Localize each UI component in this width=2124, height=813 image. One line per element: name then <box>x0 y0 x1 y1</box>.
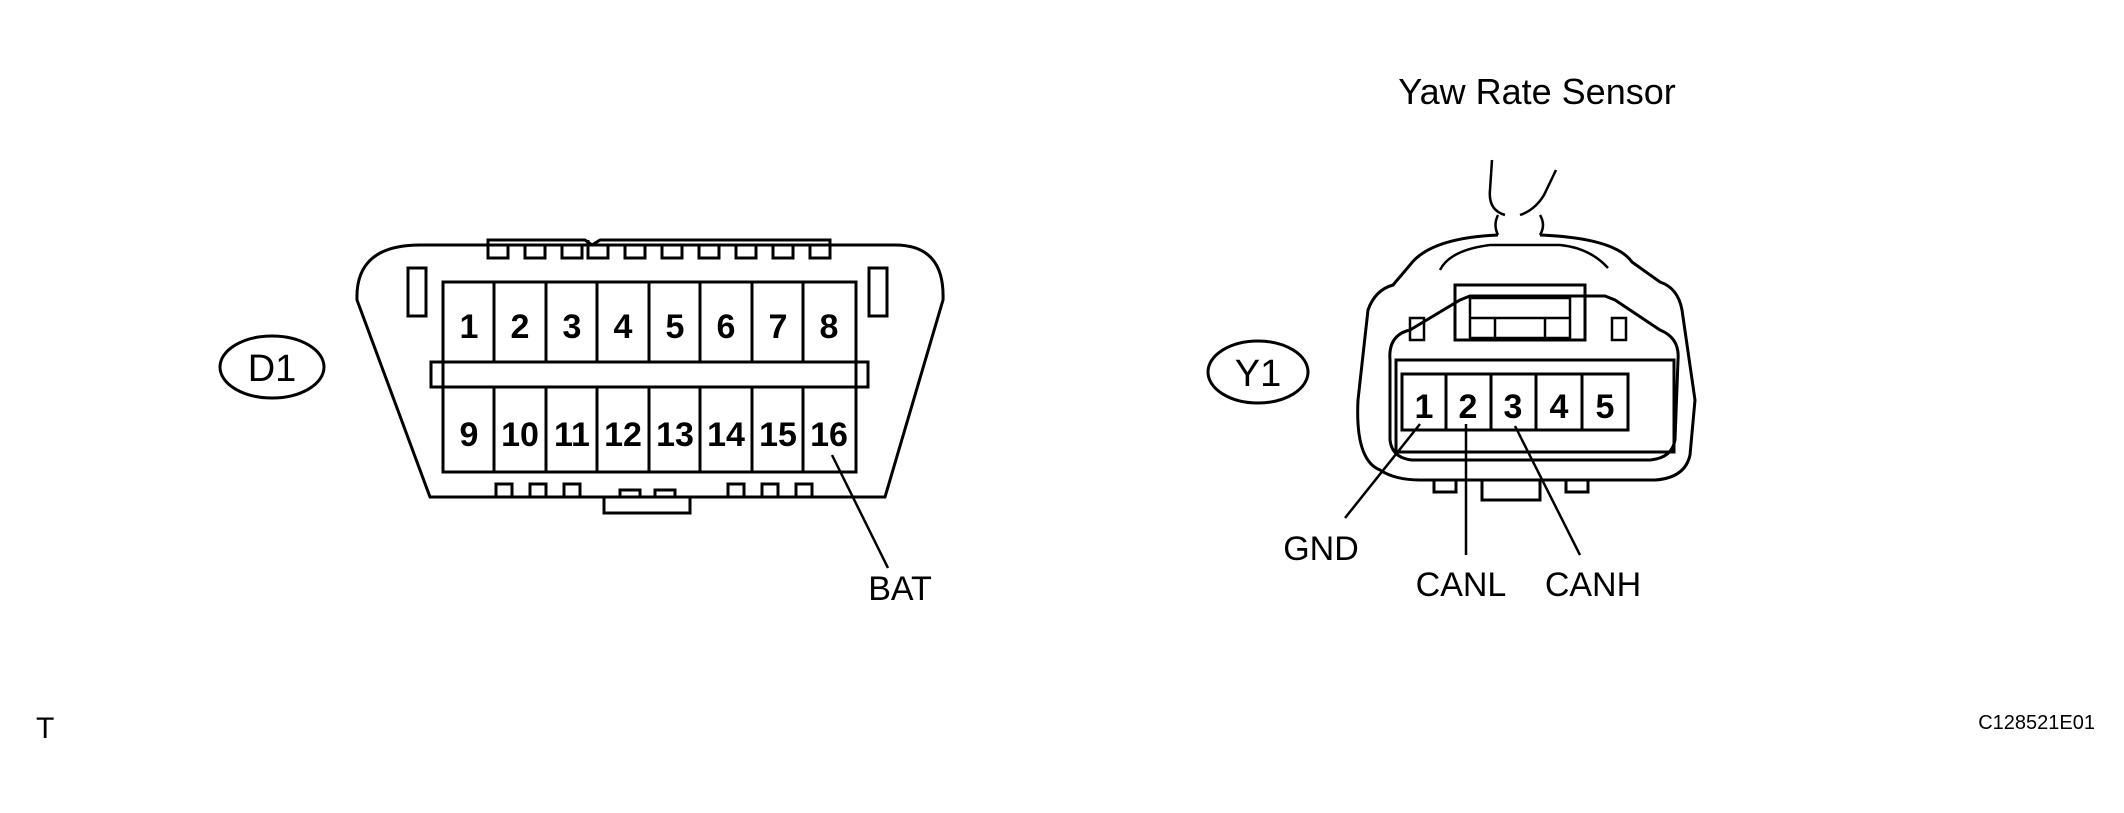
bat-leader-line <box>830 454 890 569</box>
sensor-title: Yaw Rate Sensor <box>1398 71 1675 112</box>
dlc-center-bar <box>429 360 870 389</box>
connector-tag-d1: D1 <box>218 334 326 400</box>
pin-label: 2 <box>511 308 530 346</box>
tag-d1-text: D1 <box>248 348 297 390</box>
pin-label: 9 <box>460 416 479 454</box>
dlc-right-latch <box>867 266 889 318</box>
dlc-bottom-pin-labels: 9 10 11 12 13 14 15 16 <box>460 416 848 454</box>
dlc-top-pin-labels: 1 2 3 4 5 6 7 8 <box>460 308 839 346</box>
canh-label: CANH <box>1545 566 1641 604</box>
wire-harness <box>1488 159 1558 236</box>
dlc-top-raised-bar <box>486 238 832 247</box>
y1-pin-cells <box>1400 372 1630 432</box>
pin-label: 5 <box>1596 388 1615 426</box>
dlc-top-tabs <box>486 240 832 260</box>
y1-pin-field <box>1394 358 1676 454</box>
yaw-rate-sensor-y1: Yaw Rate Sensor Y1 <box>1206 71 1697 604</box>
y1-pin-labels: 1 2 3 4 5 <box>1415 388 1615 426</box>
bat-label: BAT <box>868 570 932 608</box>
gnd-label: GND <box>1283 530 1359 568</box>
dlc-connector-d1: D1 <box>218 238 945 608</box>
dlc-top-dividers <box>492 282 805 362</box>
pin-label: 11 <box>554 416 590 454</box>
pin-label: 3 <box>1504 388 1523 426</box>
lock-tab <box>1408 283 1628 342</box>
canl-label: CANL <box>1416 566 1507 604</box>
pin-label: 4 <box>1550 388 1569 426</box>
dlc-bottom-dividers <box>492 387 805 472</box>
canh-leader-line <box>1513 425 1582 556</box>
dlc-housing <box>355 243 945 499</box>
pin-label: 14 <box>707 416 745 454</box>
pin-label: 10 <box>501 416 539 454</box>
y1-pin-dividers <box>1444 374 1584 430</box>
dlc-bottom-tabs <box>494 482 814 515</box>
pin-label: 15 <box>759 416 797 454</box>
pin-label: 16 <box>810 416 848 454</box>
tag-y1-text: Y1 <box>1235 353 1281 395</box>
dlc-left-latch <box>406 266 428 318</box>
pin-label: 7 <box>769 308 788 346</box>
pin-label: 13 <box>656 416 694 454</box>
pin-label: 8 <box>820 308 839 346</box>
connector-boot-inner <box>1438 243 1609 271</box>
pin-label: 1 <box>1415 388 1434 426</box>
connector-boot <box>1356 233 1697 482</box>
pin-label: 5 <box>666 308 685 346</box>
y1-bottom-tabs <box>1432 480 1590 502</box>
connector-housing <box>1388 294 1680 462</box>
pin-label: 3 <box>563 308 582 346</box>
pin-label: 12 <box>604 416 642 454</box>
pin-label: 2 <box>1459 388 1478 426</box>
pin-label: 1 <box>460 308 479 346</box>
footer-left-mark: T <box>36 712 54 745</box>
figure-id: C128521E01 <box>1978 712 2095 734</box>
pin-label: 6 <box>717 308 736 346</box>
gnd-leader-line <box>1344 423 1421 519</box>
connector-tag-y1: Y1 <box>1206 339 1310 405</box>
pin-label: 4 <box>614 308 633 346</box>
